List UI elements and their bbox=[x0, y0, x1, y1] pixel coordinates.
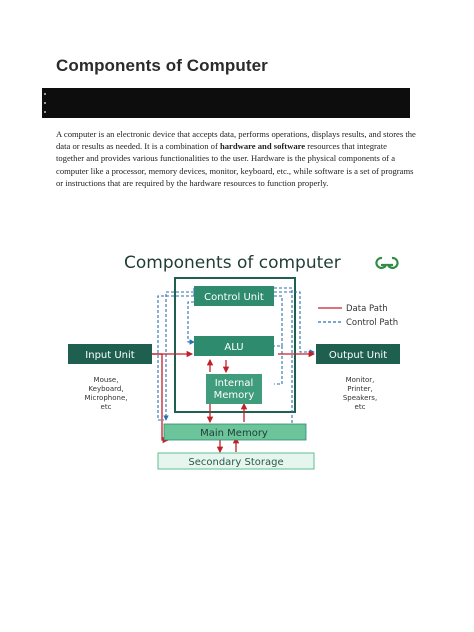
intro-text-2: resources that integrate together and pr… bbox=[56, 141, 414, 188]
internal-memory-box: Internal Memory bbox=[206, 374, 262, 404]
legend-control-label: Control Path bbox=[346, 318, 398, 328]
internal-memory-line-2: Memory bbox=[214, 390, 255, 401]
control-unit-label: Control Unit bbox=[204, 292, 264, 303]
control-paths bbox=[157, 287, 315, 433]
page-title: Components of Computer bbox=[56, 56, 268, 75]
input-unit-box: Input Unit bbox=[68, 344, 152, 364]
input-device-item: Mouse, bbox=[94, 376, 119, 384]
bar-marker bbox=[44, 102, 46, 104]
main-memory-box: Main Memory bbox=[163, 423, 307, 441]
alu-label: ALU bbox=[224, 342, 243, 353]
input-unit-label: Input Unit bbox=[85, 350, 135, 361]
intro-bold: hardware and software bbox=[219, 141, 306, 152]
secondary-storage-box: Secondary Storage bbox=[157, 452, 315, 470]
gfg-logo bbox=[375, 256, 399, 270]
bar-marker bbox=[44, 93, 46, 95]
intro-paragraph: A computer is an electronic device that … bbox=[56, 128, 416, 189]
output-device-item: etc bbox=[355, 403, 366, 411]
control-unit-box: Control Unit bbox=[194, 286, 274, 306]
cpu-frame bbox=[174, 277, 296, 413]
input-devices: Mouse, Keyboard, Microphone, etc bbox=[85, 376, 128, 411]
internal-memory-line-1: Internal bbox=[215, 378, 254, 389]
output-unit-box: Output Unit bbox=[316, 344, 400, 364]
intro-text-1: A computer is an electronic device that … bbox=[56, 129, 416, 152]
redacted-bar bbox=[42, 88, 410, 118]
secondary-storage-label: Secondary Storage bbox=[188, 457, 283, 468]
bar-marker bbox=[44, 111, 46, 113]
components-diagram: Components of computer Data Path Control… bbox=[68, 253, 400, 470]
input-device-item: Microphone, bbox=[85, 394, 128, 402]
alu-box: ALU bbox=[194, 336, 274, 356]
main-memory-label: Main Memory bbox=[200, 428, 268, 439]
output-device-item: Speakers, bbox=[343, 394, 377, 402]
output-device-item: Monitor, bbox=[346, 376, 375, 384]
diagram-title: Components of computer bbox=[124, 253, 341, 273]
input-device-item: etc bbox=[101, 403, 112, 411]
input-device-item: Keyboard, bbox=[88, 385, 123, 393]
output-device-item: Printer, bbox=[347, 385, 373, 393]
legend-data-label: Data Path bbox=[346, 304, 388, 314]
output-unit-label: Output Unit bbox=[329, 350, 387, 361]
output-devices: Monitor, Printer, Speakers, etc bbox=[343, 376, 377, 411]
